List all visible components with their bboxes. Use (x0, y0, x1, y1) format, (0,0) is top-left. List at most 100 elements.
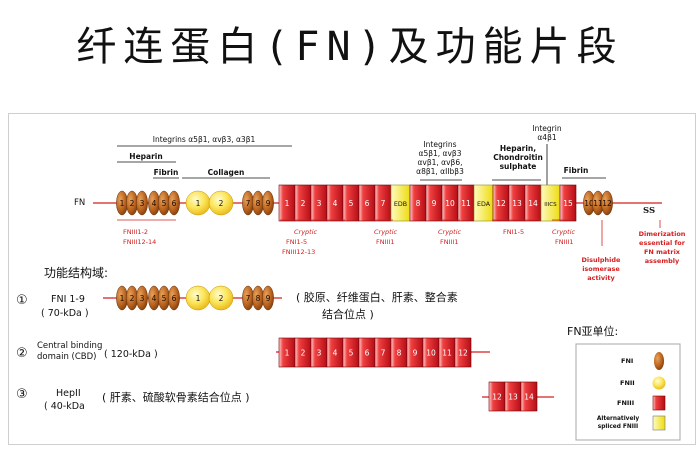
fni-module-number: 4 (152, 294, 157, 303)
fni15-b-label: FNI1-5 (503, 228, 524, 236)
fni-module (601, 190, 613, 216)
fni-module-number: 3 (140, 199, 145, 208)
fnii-module-number: 1 (196, 294, 201, 303)
fniii-module-number: 7 (381, 199, 386, 208)
fniii-module-number: 1 (285, 349, 290, 358)
fni-module (168, 190, 180, 216)
legend-alt-label: Alternatively (597, 416, 640, 422)
fniii-module-number: 12 (496, 199, 506, 208)
fniii-module-number: 4 (333, 349, 338, 358)
fnii-module-number: 1 (196, 199, 201, 208)
fragment2-name: Central binding (37, 341, 102, 351)
fragment1-description-line2: 结合位点 ) (322, 307, 374, 321)
collagen-label: Collagen (208, 168, 245, 177)
fragment1-description: ( 胶原、纤维蛋白、肝素、整合素 (296, 290, 458, 304)
fniii-module-number: 10 (426, 349, 436, 358)
fniii-module-number: 1 (285, 199, 290, 208)
fniii-module-number: 12 (458, 349, 468, 358)
alt-spliced-number: EDB (394, 201, 407, 208)
legend-fnii-label: FNII (620, 379, 635, 387)
fibrin-label: Fibrin (154, 168, 179, 177)
domains-heading: 功能结构域: (44, 265, 108, 280)
fni-module-number: 8 (256, 199, 261, 208)
fni-module-number: 2 (130, 294, 135, 303)
fni-module-number: 7 (246, 199, 251, 208)
fragment3-row: 12 13 14 (482, 381, 554, 412)
fni-module (168, 285, 180, 311)
fniii-module-number: 11 (442, 349, 452, 358)
fragment3-name: HepII (56, 388, 81, 399)
dimer-line3: FN matrix (644, 248, 681, 256)
fragment2-number: ② (16, 346, 28, 361)
fniii-module-number: 6 (365, 349, 370, 358)
legend-fniii-symbol (652, 395, 666, 411)
fni-module (262, 190, 274, 216)
fn-label: FN (74, 198, 85, 208)
fni-module-number: 1 (120, 199, 125, 208)
integrin-a4-label: Integrin (532, 124, 561, 133)
alt-spliced-number: IIICS (544, 202, 557, 208)
fniii-module-number: 14 (528, 199, 538, 208)
fni-module-number: 9 (266, 199, 271, 208)
fniii-module-number: 8 (397, 349, 402, 358)
fni-module-number: 5 (162, 294, 167, 303)
alt-spliced-number: EDA (477, 201, 491, 208)
fnii-module (208, 285, 234, 311)
fni-module-number: 8 (256, 294, 261, 303)
integrins-mid-label: Integrins (423, 140, 456, 149)
fniii-module-number: 8 (416, 199, 421, 208)
fni-module-number: 10 (584, 199, 594, 208)
fragment3-number: ③ (16, 387, 28, 402)
legend-alt-symbol (652, 415, 666, 431)
legend-title: FN亚单位: (567, 324, 618, 338)
fragment1-number: ① (16, 293, 28, 308)
cryptic1-fniii: FNIII12-13 (282, 248, 315, 256)
legend-fni-label: FNI (621, 357, 633, 365)
fni-module-number: 5 (162, 199, 167, 208)
page-title: 纤连蛋白(FN)及功能片段 (76, 24, 624, 70)
fni-module-number: 2 (130, 199, 135, 208)
fniii-module-number: 15 (563, 199, 573, 208)
fni-module (136, 285, 148, 311)
fniii-module-number: 10 (445, 199, 455, 208)
fni-module (262, 285, 274, 311)
fniii-module (559, 184, 577, 222)
fragment3-description: ( 肝素、硫酸软骨素结合位点 ) (102, 390, 250, 404)
fniii-module-number: 12 (492, 393, 502, 402)
fragment2-name-line2: domain (CBD) (37, 352, 96, 362)
fniii-module-number: 14 (524, 393, 534, 402)
fniii-module-number: 13 (508, 393, 518, 402)
cryptic2-label: Cryptic (374, 228, 398, 236)
fni-module-number: 6 (172, 199, 177, 208)
disulphide-line3: activity (587, 274, 615, 282)
fniii12-label: FNIII1-2 (123, 228, 148, 236)
fniii-module-number: 5 (349, 199, 354, 208)
fni-module-number: 1 (120, 294, 125, 303)
cryptic3-fniii: FNIII1 (440, 238, 459, 246)
fni-module-number: 7 (246, 294, 251, 303)
fniii-module-number: 2 (301, 349, 306, 358)
fniii-module-number: 4 (333, 199, 338, 208)
cryptic1-fni: FNI1-5 (286, 238, 307, 246)
dimer-line2: essential for (639, 239, 686, 247)
fni-module-number: 11 (593, 199, 603, 208)
fragment1-name: FNI 1-9 (51, 294, 85, 305)
legend-fnii-symbol (652, 376, 666, 390)
ss-label: SS (643, 206, 655, 216)
fragment2-size: ( 120-kDa ) (104, 349, 158, 360)
fniii-module-number: 5 (349, 349, 354, 358)
fniii-module-number: 3 (317, 349, 322, 358)
integrins-mid-line4: α8β1, αIIbβ3 (416, 167, 464, 176)
heparin-chondroitin-line3: sulphate (500, 162, 537, 171)
fniii-module-number: 9 (432, 199, 437, 208)
fni-module-number: 9 (266, 294, 271, 303)
legend-alt-label-line2: spliced FNIII (598, 424, 638, 430)
fniii-module-number: 2 (301, 199, 306, 208)
legend-fni-symbol (654, 352, 664, 370)
fniii-module (454, 337, 472, 368)
dimer-label: Dimerization (639, 230, 686, 238)
cryptic2-fniii: FNIII1 (376, 238, 395, 246)
